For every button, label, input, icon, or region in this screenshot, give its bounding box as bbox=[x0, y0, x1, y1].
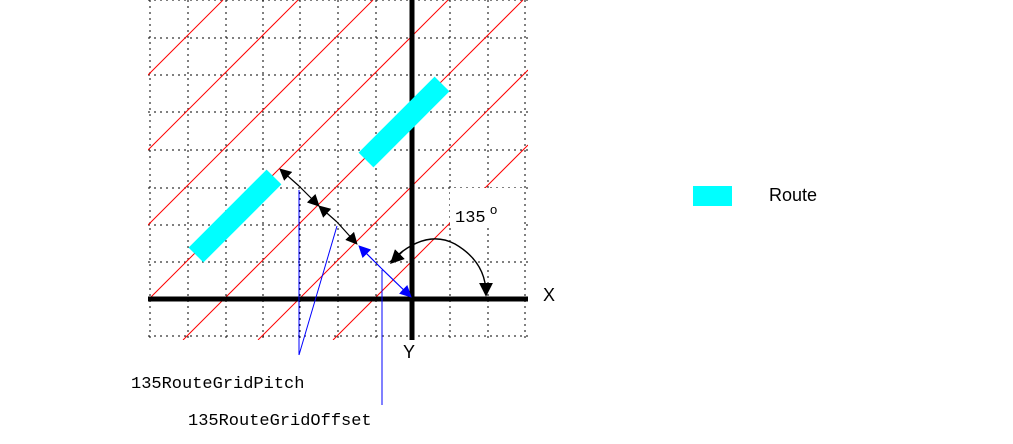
pitch-dimension bbox=[279, 168, 358, 245]
offset-dimension bbox=[358, 245, 412, 298]
offset-label: 135RouteGridOffset bbox=[188, 412, 372, 431]
y-axis-label: Y bbox=[403, 342, 415, 362]
leader-lines bbox=[298, 190, 383, 405]
legend-route-swatch bbox=[693, 186, 732, 206]
angle-arc bbox=[389, 238, 493, 297]
dotted-grid bbox=[148, 0, 528, 340]
pitch-leader-right bbox=[298, 225, 338, 356]
route-segment-left bbox=[188, 169, 282, 263]
angle-degree-symbol: o bbox=[490, 202, 497, 217]
x-axis-label: X bbox=[543, 285, 555, 305]
legend-route-label: Route bbox=[769, 185, 817, 205]
angle-label: 135 bbox=[455, 209, 486, 228]
pitch-label: 135RouteGridPitch bbox=[131, 375, 304, 394]
routes bbox=[188, 76, 450, 263]
legend: Route bbox=[693, 185, 817, 206]
route-segment-right bbox=[358, 76, 450, 168]
axes bbox=[148, 0, 528, 340]
